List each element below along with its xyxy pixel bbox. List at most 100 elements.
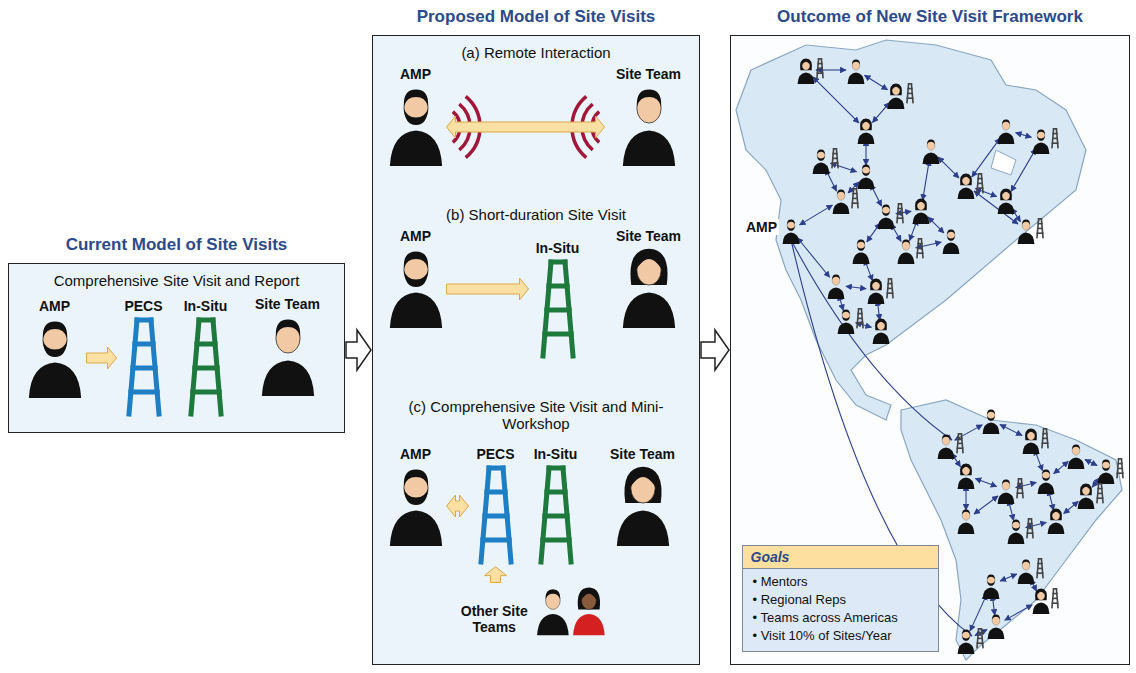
person-mark [958,629,975,654]
person-mark [1068,444,1085,469]
panel-heading: Current Model of Site Visits [0,235,404,255]
person-mark [998,119,1015,144]
node-label: In-Situ [534,446,578,462]
person-mark [983,574,1000,599]
tower-icon [471,464,521,566]
person-node: Site Team [606,228,692,328]
panel-fill [8,263,345,433]
tower-mark [1037,219,1043,238]
person-mark [828,274,845,299]
tower-mark [1052,129,1058,148]
network-link [1054,461,1069,473]
person-node: AMP [386,66,446,166]
tower-mark [857,309,863,328]
tower-icon [119,316,169,418]
tower-mark [1042,429,1048,448]
network-link [791,240,952,440]
person-mark [1023,429,1040,455]
goal-item: • Teams across Americas [743,609,938,627]
map-label: AMP [744,219,779,235]
network-link [975,479,996,487]
tower-mark [897,204,903,223]
person-mark [998,479,1015,504]
person-icon [388,462,444,546]
network-link [1000,574,1017,581]
network-link [928,217,944,233]
tower-mark [817,59,823,78]
node-label: AMP [400,228,431,244]
visit-arrow [447,495,469,517]
network-link [970,594,987,631]
panel-heading: Outcome of New Site Visit Framework [671,7,1136,27]
person-mark [988,614,1005,639]
person-mark [848,59,865,84]
person-mark [1018,559,1035,584]
person-icon [615,462,671,546]
person-mark [943,229,960,254]
person-mark [853,239,870,264]
flow-arrow [346,330,371,370]
person-mark [783,219,800,244]
network-link [1005,605,1033,620]
person-mark [813,149,830,174]
goal-item: • Mentors [743,569,938,591]
person-node: Site Team [244,296,332,396]
tower-mark [887,279,893,298]
person-mark [958,174,975,200]
panel-box: Current Model of Site VisitsComprehensiv… [8,263,345,433]
network-link [1085,459,1097,465]
person-mark [1033,589,1050,615]
goal-item: • Visit 10% of Sites/Year [743,627,938,650]
network-link [830,163,856,172]
visit-arrow [447,278,529,300]
person-mark [838,309,855,334]
person-node: Site Team [600,446,686,546]
network-link [972,138,1000,177]
person-icon [388,82,444,166]
network-link [1064,501,1079,513]
person-mark [1038,469,1055,494]
goals-heading: Goals [743,546,938,569]
visit-arrow [447,116,605,138]
person-mark [958,509,975,534]
network-link [864,75,887,89]
node-label: Site Team [616,66,681,82]
tower-icon [533,258,583,360]
great-lakes [991,150,1016,175]
tower-mark [852,189,858,208]
person-icon [260,312,316,396]
network-link [800,205,833,225]
node-label: Site Team [255,296,320,312]
person-node: AMP [24,298,86,398]
node-label: In-Situ [536,240,580,256]
tower-node: PECS [470,446,522,566]
person-mark [888,84,905,110]
person-mark [1008,519,1025,544]
flow-arrow [701,330,729,370]
visit-arrow [87,347,117,369]
tower-node: In-Situ [528,446,584,566]
person-icon [572,584,606,636]
tower-node: In-Situ [178,298,234,418]
network-link [938,157,959,178]
network-link [816,69,846,70]
node-label: AMP [400,446,431,462]
americas-map [736,40,1123,660]
tower-node: PECS [118,298,170,418]
person-icon [27,314,83,398]
node-label: Site Team [610,446,675,462]
person-mark [858,164,875,189]
person-mark [1078,484,1095,510]
tower-mark [977,174,983,193]
tower-mark [1097,484,1103,503]
tower-mark [1037,559,1043,578]
person-mark [923,139,940,164]
panel-fill [730,35,1130,665]
person-mark [983,409,1000,434]
network-link [975,189,996,197]
tower-node: In-Situ [530,240,586,360]
network-link [916,242,941,248]
